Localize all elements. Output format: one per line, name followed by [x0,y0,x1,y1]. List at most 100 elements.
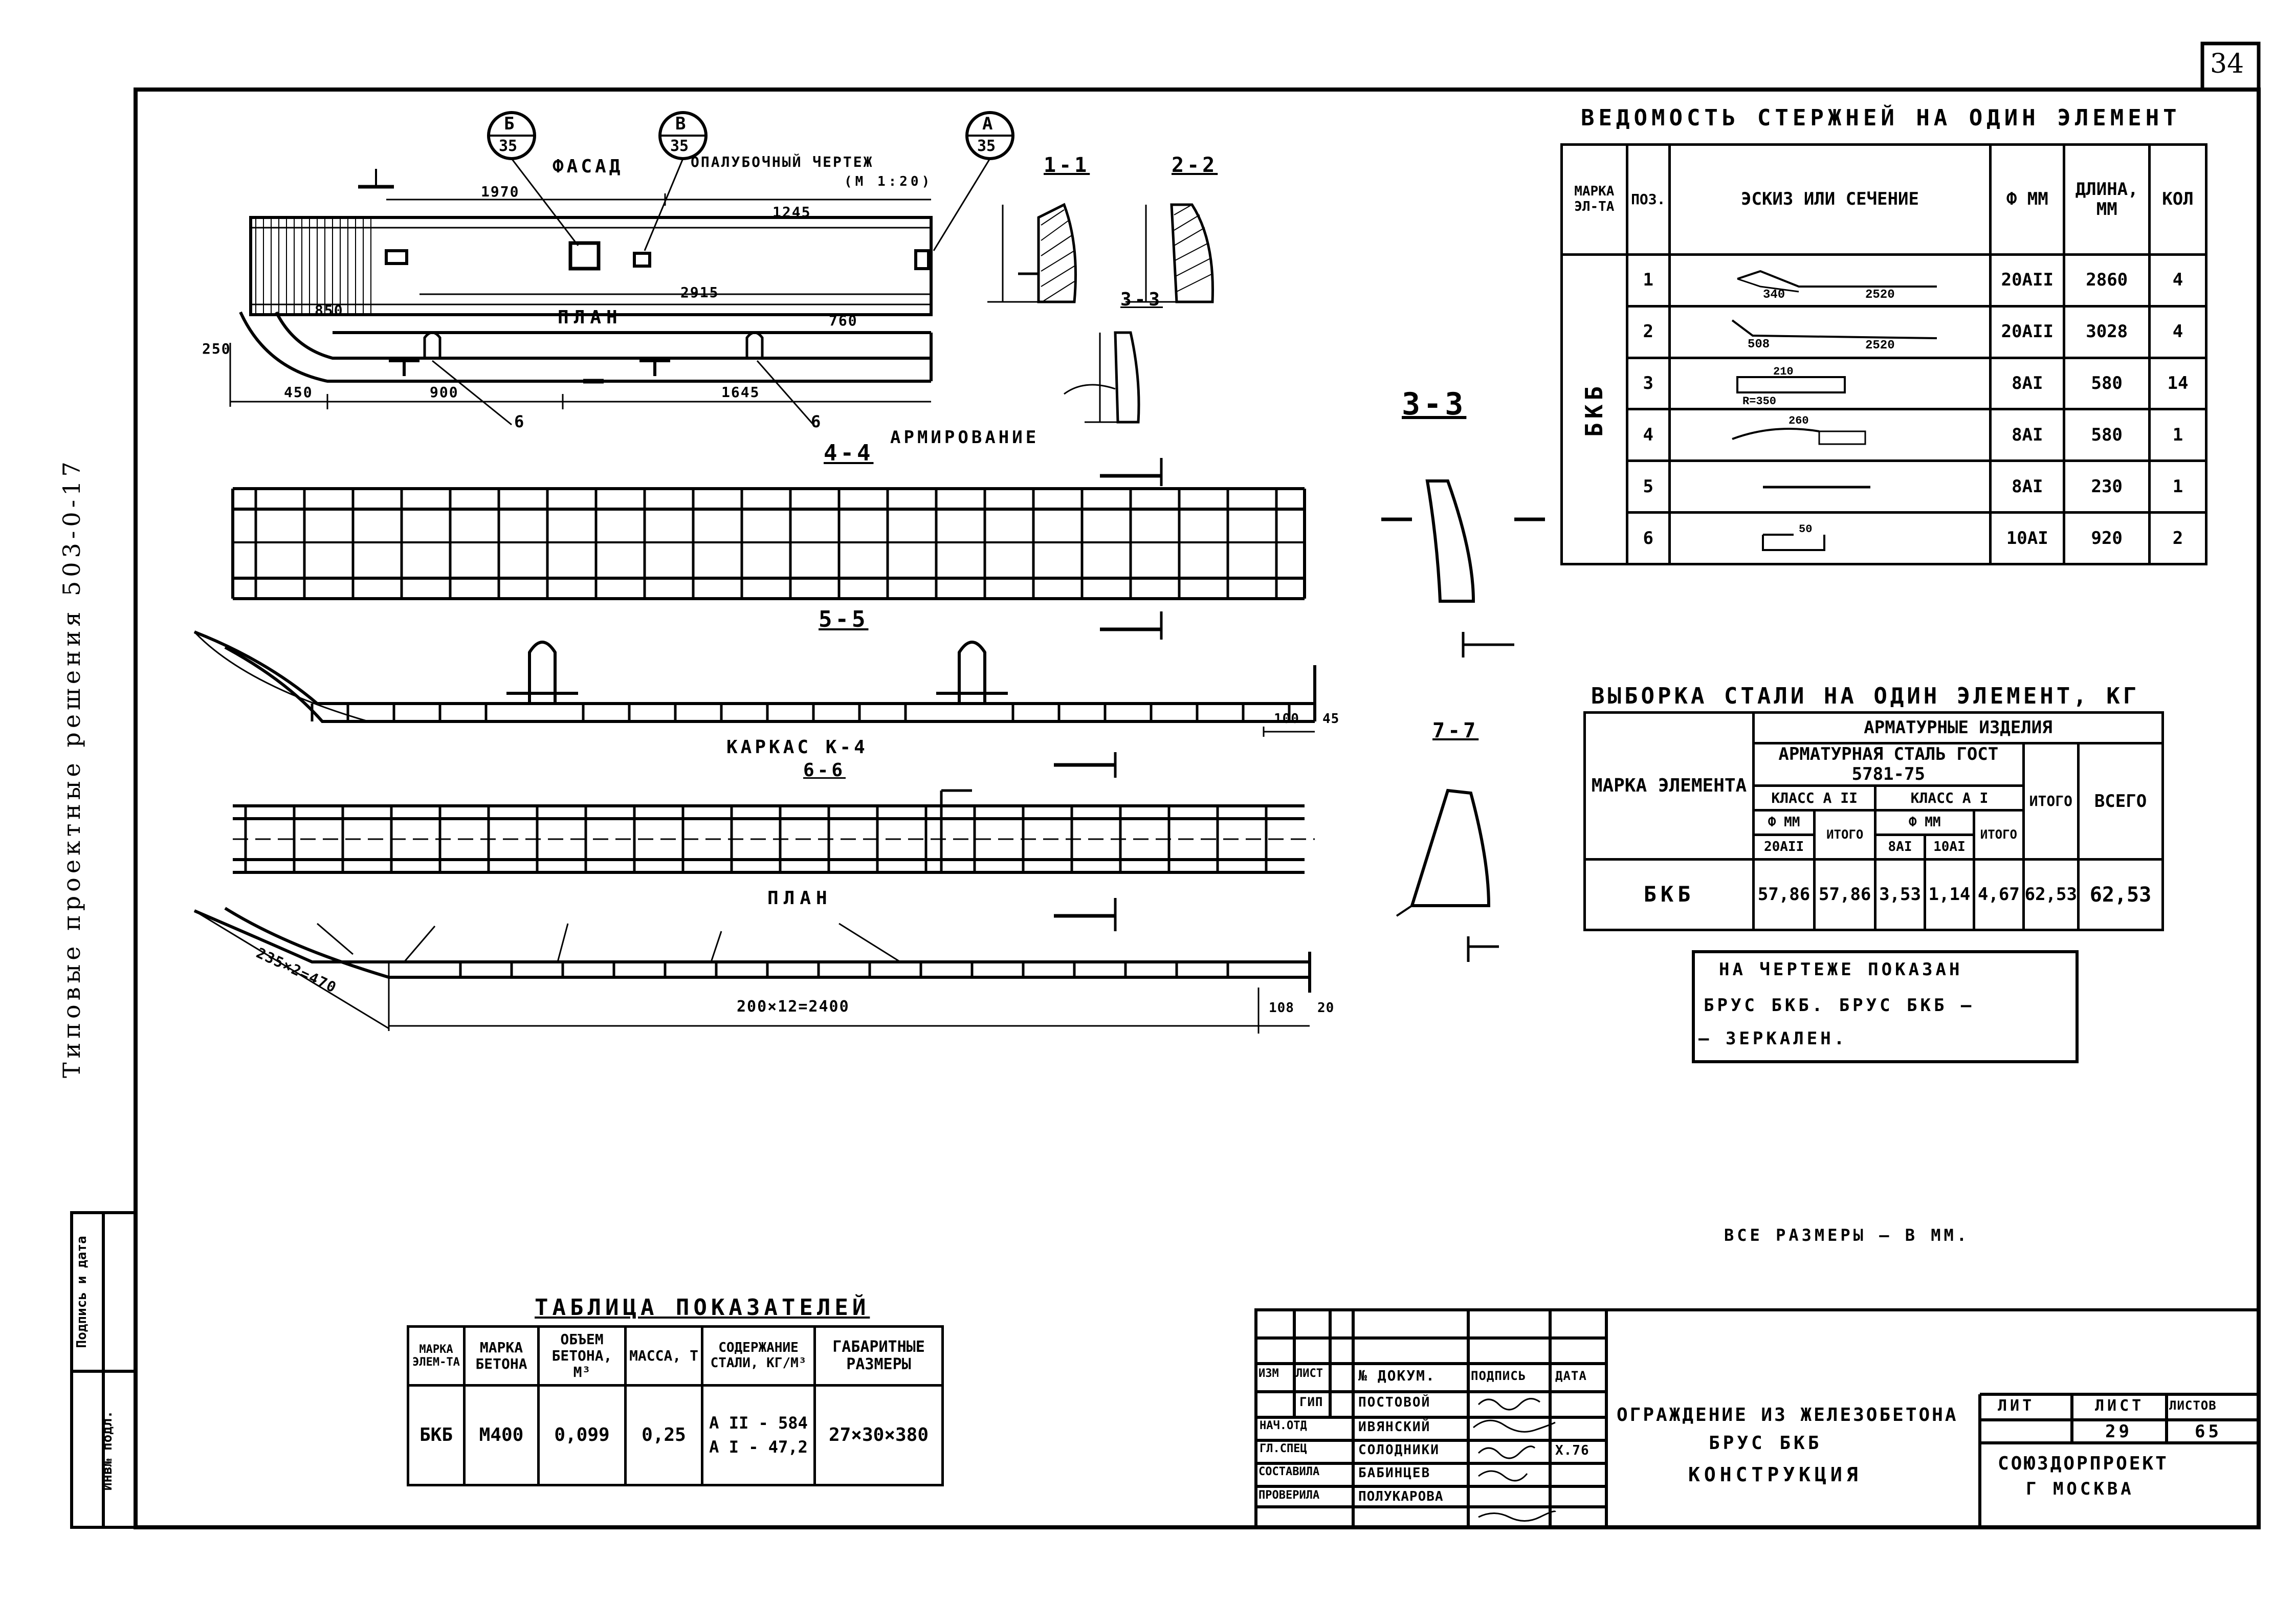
rod-dia: 10АI [1989,511,2066,565]
rod-qty: 1 [2148,408,2208,463]
section-3-3-big [1381,479,1545,657]
ind-h-steel: СОДЕРЖАНИЕ СТАЛИ, КГ/М³ [701,1325,816,1387]
rod-qty: 14 [2148,356,2208,411]
tb-role-1: ГИП [1299,1395,1323,1409]
cage-5-5-ties [311,704,1291,721]
steel-h-class1: КЛАСС А I [1874,784,2025,812]
svg-text:2520: 2520 [1865,339,1895,353]
ind-volume: 0,099 [537,1384,627,1486]
tb-h-date: ДАТА [1555,1369,1587,1383]
ind-mark: БКБ [407,1384,466,1486]
rod-pos: 4 [1625,408,1671,463]
cage-5-5 [193,630,1316,723]
section-3-3-small-label: 3-3 [1120,289,1163,310]
section-2-2-label: 2-2 [1172,153,1218,177]
ind-steel-cell: А II - 584 А I - 47,2 [701,1384,816,1486]
svg-text:260: 260 [1789,414,1809,427]
facade-opening-3 [633,252,651,268]
steel-v3: 3,53 [1874,858,1926,931]
callout-b-top: Б [504,114,515,134]
steel-v7: 62,53 [2077,858,2164,931]
rod-sketch-2: 508 2520 [1668,304,1992,359]
rod-h-len: ДЛИНА, ММ [2063,143,2151,256]
steel-h-d20: 20АII [1752,834,1816,861]
steel-h-total-1: ИТОГО [1973,809,2025,861]
rod-sketch-6: 50 [1668,511,1992,565]
rod-table: МАРКА ЭЛ-ТА ПОЗ. ЭСКИЗ ИЛИ СЕЧЕНИЕ Ф ММ … [1560,143,2208,565]
tb-h-doc: № ДОКУМ. [1358,1367,1436,1384]
section-1-1 [1018,203,1077,303]
note-box [1692,950,2079,1063]
tb-role-3: ГЛ.СПЕЦ [1260,1442,1307,1455]
rod-len: 920 [2063,511,2151,565]
rod-sketch-1-shape: 340 2520 [1737,270,1937,302]
formwork-title: ОПАЛУБОЧНЫЙ ЧЕРТЕЖ [691,153,874,170]
tb-title-3: КОНСТРУКЦИЯ [1688,1463,1862,1486]
steel-v1: 57,86 [1752,858,1816,931]
rod-mark-text: БКБ [1580,382,1608,437]
rod-pos: 1 [1625,253,1671,308]
tb-h-lit: ЛИТ [1998,1397,2035,1415]
rod-sketch-2-shape: 508 2520 [1731,319,1937,353]
dim-6b: 6 [811,412,824,431]
facade-opening-2 [568,241,601,271]
dim-6a: 6 [514,412,527,431]
ind-h-volume: ОБЪЕМ БЕТОНА, М³ [537,1325,627,1387]
indicators-title: ТАБЛИЦА ПОКАЗАТЕЛЕЙ [535,1295,870,1321]
ind-size: 27×30×380 [813,1384,944,1486]
tb-h-lists: ЛИСТОВ [2169,1398,2217,1413]
dim-450: 450 [284,384,313,401]
rod-pos: 3 [1625,356,1671,411]
rod-pos: 2 [1625,304,1671,359]
dim-250: 250 [202,340,231,357]
section-4-4-label: 4-4 [824,440,874,466]
svg-text:210: 210 [1773,365,1794,378]
svg-text:340: 340 [1763,288,1785,302]
frame-k4-stirrups [244,806,1268,872]
callout-v-top: В [675,114,686,134]
rod-h-dia: Ф ММ [1989,143,2066,256]
facade-outline [249,216,933,316]
svg-text:2520: 2520 [1865,288,1895,302]
section-1-1-label: 1-1 [1044,153,1090,177]
tb-year: Х.76 [1555,1443,1589,1458]
tb-name-1: ПОСТОВОЙ [1358,1395,1431,1410]
steel-v5: 4,67 [1973,858,2025,931]
svg-text:508: 508 [1748,338,1770,352]
ind-mass: 0,25 [624,1384,703,1486]
cage-4-4-stirrups [254,489,1278,599]
dim-108: 108 [1269,1000,1294,1016]
rod-dia: 20АII [1989,253,2066,308]
section-5-5-label: 5-5 [819,606,869,632]
dim-850: 850 [315,302,344,319]
rod-sketch-3-shape: 210 R=350 [1736,365,1846,408]
dim-1970: 1970 [481,183,520,200]
indicators-table: МАРКА ЭЛЕМ-ТА МАРКА БЕТОНА ОБЪЕМ БЕТОНА,… [407,1325,944,1486]
steel-h-d10: 10АI [1923,834,1976,861]
steel-table-title: ВЫБОРКА СТАЛИ НА ОДИН ЭЛЕМЕНТ, КГ [1591,683,2140,709]
tb-org-1: СОЮЗДОРПРОЕКТ [1998,1453,2169,1474]
callout-v-bottom: 35 [670,137,689,155]
tb-h-sign: ПОДПИСЬ [1471,1369,1527,1383]
tb-name-5: ПОЛУКАРОВА [1358,1489,1444,1504]
tb-h-change: ИЗМ [1259,1367,1279,1380]
callout-a-top: А [982,114,993,134]
tb-h-sheet: ЛИСТ [1296,1367,1323,1380]
rod-dia: 20АII [1989,304,2066,359]
rod-qty: 2 [2148,511,2208,565]
tb-lists: 65 [2195,1421,2222,1442]
steel-table: МАРКА ЭЛЕМЕНТА АРМАТУРНЫЕ ИЗДЕЛИЯ АРМАТУ… [1583,711,2164,931]
steel-h-mark: МАРКА ЭЛЕМЕНТА [1583,711,1755,861]
steel-h-total-2: ИТОГО [1813,809,1877,861]
steel-h-dia-2: Ф ММ [1752,809,1816,837]
steel-h-class2: КЛАСС А II [1752,784,1877,812]
tb-title-1: ОГРАЖДЕНИЕ ИЗ ЖЕЛЕЗОБЕТОНА [1617,1405,1958,1425]
frame-k4 [233,804,1315,874]
rod-h-sketch: ЭСКИЗ ИЛИ СЕЧЕНИЕ [1668,143,1992,256]
ind-h-concrete: МАРКА БЕТОНА [463,1325,540,1387]
stamp-label-sign: Подпись и дата [74,1236,90,1348]
rod-qty: 4 [2148,253,2208,308]
steel-h-products: АРМАТУРНЫЕ ИЗДЕЛИЯ [1752,711,2164,744]
formwork-scale: (М 1:20) [844,174,933,189]
svg-text:50: 50 [1799,523,1812,536]
